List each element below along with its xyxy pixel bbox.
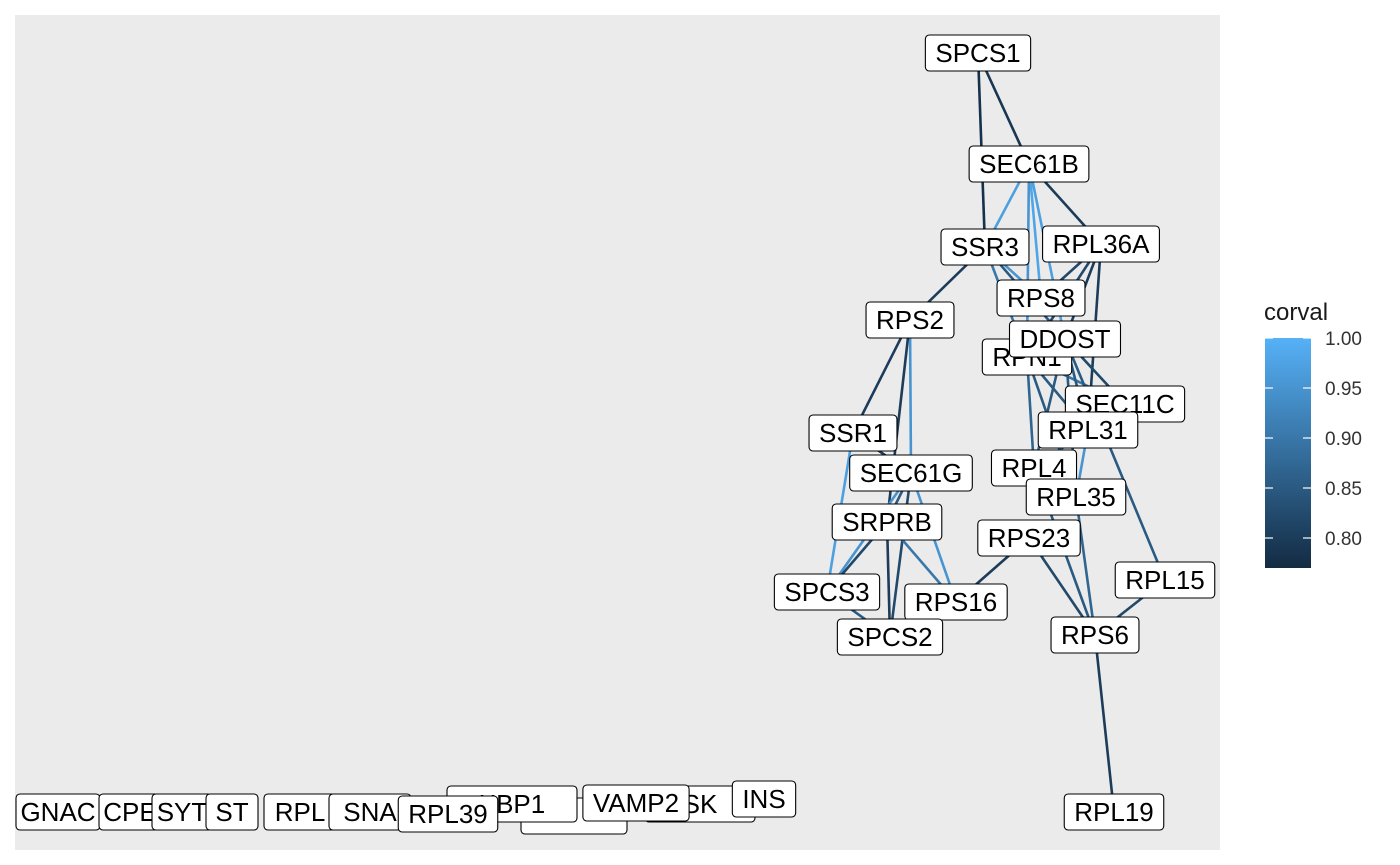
- legend-title: corval: [1264, 299, 1328, 326]
- node-label-box: [1042, 225, 1160, 263]
- node-ssr1: SSR1: [808, 414, 898, 452]
- node-label-text: SEC61G: [860, 458, 963, 488]
- node-label-text: SRPRB: [842, 507, 932, 537]
- node-srprb: SRPRB: [831, 503, 943, 541]
- node-label-text: RPL35: [1036, 482, 1116, 512]
- legend-tick-label: 1.00: [1325, 329, 1362, 350]
- node-label-text: VAMP2: [593, 788, 679, 818]
- node-rpl15: RPL15: [1114, 561, 1216, 599]
- node-ssr3: SSR3: [940, 228, 1030, 266]
- node-label-box: [849, 454, 973, 492]
- node-label-text: SSR3: [951, 232, 1019, 262]
- node-cpe: CPE: [98, 793, 162, 831]
- node-label-text: DDOST: [1020, 324, 1111, 354]
- node-ddost: DDOST: [1008, 320, 1122, 358]
- node-spcs2: SPCS2: [836, 618, 944, 656]
- edge-RPL35-RPS6: [1074, 496, 1097, 636]
- node-vamp2: VAMP2: [582, 784, 690, 822]
- node-label-text: RPL15: [1125, 565, 1205, 595]
- node-label-box: [1008, 320, 1122, 358]
- legend-tick-label: 0.80: [1325, 529, 1362, 550]
- edge-SRPRB-SPCS2: [885, 521, 892, 638]
- node-label-text: RPL: [275, 797, 326, 827]
- node-label-text: GNAC: [20, 797, 95, 827]
- node-label-text: INS: [742, 784, 785, 814]
- legend-tick-label: 0.85: [1325, 479, 1362, 500]
- edge-RPS2-SEC61G: [908, 319, 913, 474]
- node-rps2: RPS2: [865, 301, 955, 339]
- node-label-text: ST: [215, 797, 248, 827]
- node-label-text: SNA: [343, 797, 397, 827]
- node-label-box: [940, 228, 1030, 266]
- edge-SEC61B-RPS8: [1027, 163, 1043, 299]
- node-rpl4: RPL4: [990, 449, 1078, 487]
- node-stmn: ST: [205, 793, 259, 831]
- node-label-box: [1050, 616, 1140, 654]
- node-label-text: SEC61B: [979, 149, 1079, 179]
- node-label-text: RPS2: [876, 305, 944, 335]
- node-label-text: RPL39: [408, 799, 488, 829]
- edge-RPS2-SSR1: [851, 319, 912, 434]
- edge-RPS6-RPL19: [1093, 634, 1116, 813]
- legend-tick-label: 0.90: [1325, 429, 1362, 450]
- edge-DDOST-RPL15: [1063, 338, 1167, 581]
- node-rps16: RPS16: [904, 583, 1008, 621]
- node-rpl35: RPL35: [1025, 478, 1127, 516]
- node-label-text: SPCS2: [847, 622, 932, 652]
- node-rps8: RPS8: [996, 279, 1086, 317]
- node-label-text: SPCS1: [935, 38, 1020, 68]
- node-label-box: [1037, 411, 1139, 449]
- node-label-box: [977, 519, 1081, 557]
- node-label-text: RPL19: [1074, 797, 1154, 827]
- node-sec61g: SEC61G: [849, 454, 973, 492]
- node-rpl39: RPL39: [397, 795, 499, 833]
- legend-ticks: 0.80 0.85 0.90 0.95 1.00: [1265, 329, 1362, 550]
- node-label-text: RPS23: [988, 523, 1070, 553]
- node-label-text: RPL36A: [1053, 229, 1150, 259]
- node-label-box: [1025, 478, 1127, 516]
- node-label-box: [865, 301, 955, 339]
- node-label-box: [1114, 561, 1216, 599]
- node-rpl36a: RPL36A: [1042, 225, 1160, 263]
- node-label-box: [831, 503, 943, 541]
- node-gnas: GNAC: [15, 793, 101, 831]
- node-label-box: [924, 34, 1032, 72]
- node-label-text: CPE: [103, 797, 156, 827]
- node-rpl: RPL: [263, 793, 337, 831]
- node-label-box: [397, 795, 499, 833]
- node-label-box: [1063, 793, 1165, 831]
- node-label-box: [996, 279, 1086, 317]
- node-label-text: RPS6: [1061, 620, 1129, 650]
- node-label-box: [731, 780, 797, 818]
- node-label-text: SSR1: [819, 418, 887, 448]
- node-label-box: [205, 793, 259, 831]
- legend-colorbar: [1265, 338, 1311, 568]
- legend-tick-label: 0.95: [1325, 379, 1362, 400]
- node-label-box: [904, 583, 1008, 621]
- node-label-box: [808, 414, 898, 452]
- node-label-text: RPS16: [915, 587, 997, 617]
- node-rps6: RPS6: [1050, 616, 1140, 654]
- node-label-text: RPS8: [1007, 283, 1075, 313]
- node-syt: SYT: [151, 793, 213, 831]
- node-rps23: RPS23: [977, 519, 1081, 557]
- node-spcs3: SPCS3: [773, 573, 881, 611]
- node-label-box: [773, 573, 881, 611]
- node-sec61b: SEC61B: [968, 145, 1090, 183]
- color-legend: corval 0.80 0.85 0.90 0.95 1.00: [1264, 299, 1362, 568]
- node-label-text: SPCS3: [784, 577, 869, 607]
- node-ins: INS: [731, 780, 797, 818]
- node-label-text: RPL4: [1001, 453, 1066, 483]
- node-spcs1: SPCS1: [924, 34, 1032, 72]
- node-label-box: [582, 784, 690, 822]
- node-rpl31: RPL31: [1037, 411, 1139, 449]
- edge-SEC61G-SPCS2: [888, 472, 913, 638]
- node-label-box: [968, 145, 1090, 183]
- node-label-text: SYT: [157, 797, 208, 827]
- node-snap25: SNA: [328, 793, 412, 831]
- node-label-text: RPL31: [1048, 415, 1128, 445]
- node-rpl19: RPL19: [1063, 793, 1165, 831]
- node-label-box: [836, 618, 944, 656]
